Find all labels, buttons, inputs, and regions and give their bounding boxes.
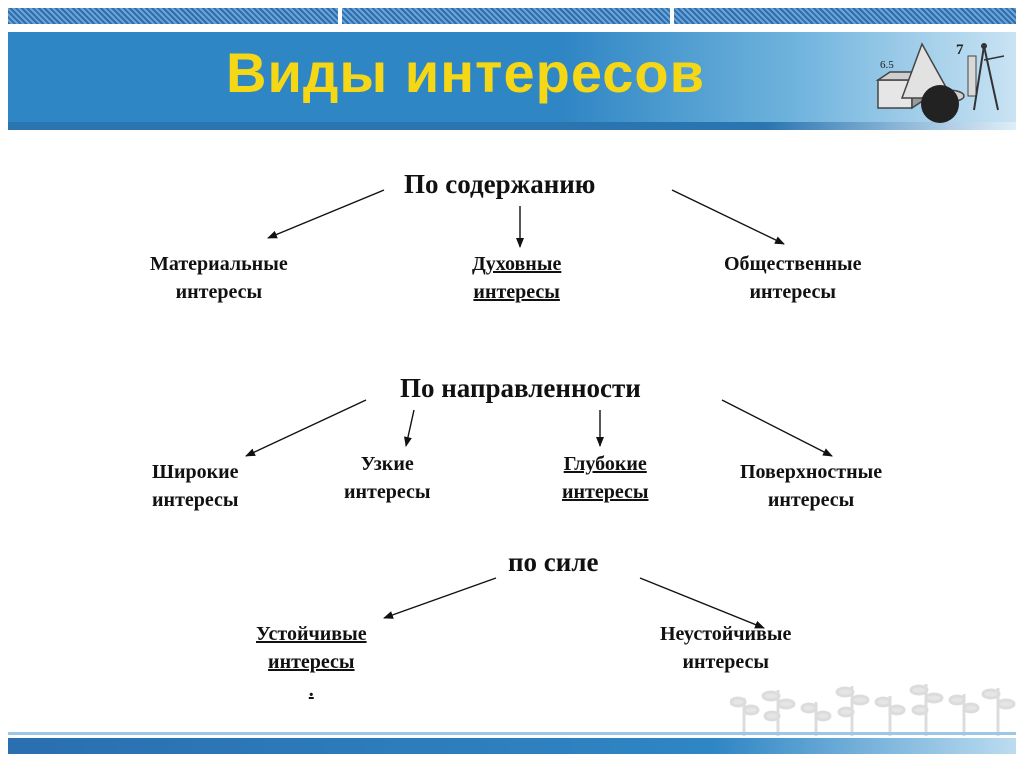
strip-divider bbox=[338, 8, 342, 24]
geometry-label-seven: 7 bbox=[956, 42, 964, 58]
node-superficial-interests: Поверхностные интересы bbox=[740, 458, 882, 514]
node-label-line: Материальные bbox=[150, 253, 288, 275]
strip-divider bbox=[670, 8, 674, 24]
node-broad-interests: Широкие интересы bbox=[152, 458, 239, 514]
group-heading-content: По содержанию bbox=[404, 169, 596, 199]
arrow-to-stable bbox=[383, 577, 497, 619]
node-deep-interests: Глубокие интересы bbox=[562, 450, 648, 506]
node-label-line: интересы bbox=[268, 651, 355, 673]
geometry-label-side: 6.5 bbox=[880, 59, 894, 71]
bottom-accent-line bbox=[8, 732, 1016, 735]
node-label-line: интересы bbox=[473, 281, 560, 303]
node-label-line: Устойчивые bbox=[256, 623, 367, 645]
arrow-to-broad bbox=[245, 399, 367, 457]
arrow-to-unstable bbox=[639, 577, 765, 629]
node-label-line: Поверхностные bbox=[740, 461, 883, 483]
node-label-line: интересы bbox=[562, 481, 649, 503]
top-decorative-strip bbox=[8, 8, 1016, 24]
node-label-line: интересы bbox=[175, 281, 263, 303]
node-material-interests: Материальные интересы bbox=[150, 250, 288, 306]
node-label-line: интересы bbox=[767, 489, 855, 511]
node-label-line: Общественные bbox=[724, 253, 862, 275]
node-label-line: Глубокие bbox=[563, 453, 647, 475]
node-label-line: интересы bbox=[152, 489, 239, 511]
geometry-shapes-icon: 7 6.5 bbox=[875, 42, 1005, 123]
node-label-line: Узкие bbox=[360, 453, 414, 475]
node-unstable-interests: Неустойчивые интересы bbox=[660, 620, 791, 676]
node-social-interests: Общественные интересы bbox=[724, 250, 861, 306]
node-label-line: Широкие bbox=[152, 461, 239, 483]
node-label-line: . bbox=[308, 679, 314, 701]
arrow-to-superficial bbox=[721, 399, 833, 457]
banner-underline bbox=[8, 122, 1016, 130]
arrow-to-narrow bbox=[404, 409, 415, 447]
plants-decoration-icon bbox=[730, 684, 1016, 736]
node-label-line: интересы bbox=[749, 281, 836, 303]
node-spiritual-interests: Духовные интересы bbox=[472, 250, 561, 306]
node-narrow-interests: Узкие интересы bbox=[344, 450, 430, 506]
slide-title: Виды интересов bbox=[226, 41, 706, 104]
node-label-line: Неустойчивые bbox=[660, 623, 792, 645]
title-banner bbox=[8, 32, 1016, 122]
group-heading-strength: по силе bbox=[508, 547, 599, 577]
node-label-line: интересы bbox=[682, 651, 769, 673]
arrow-to-material bbox=[267, 189, 385, 239]
group-heading-direction: По направленности bbox=[400, 373, 641, 403]
node-stable-interests: Устойчивые интересы . bbox=[256, 620, 367, 704]
arrow-to-social bbox=[671, 189, 785, 245]
node-label-line: Духовные bbox=[472, 253, 562, 275]
bottom-decorative-bar bbox=[8, 738, 1016, 754]
node-label-line: интересы bbox=[344, 481, 431, 503]
